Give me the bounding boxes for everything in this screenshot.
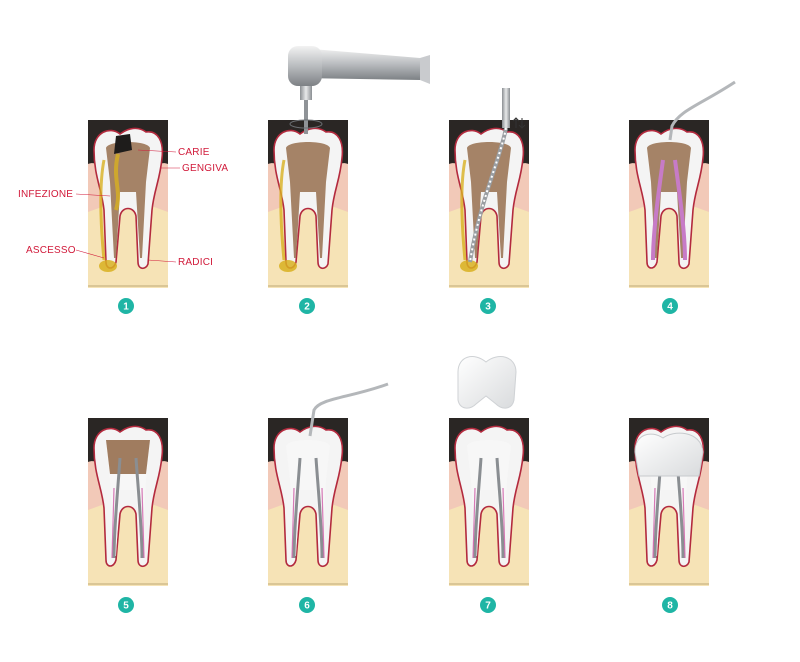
tooth-panel [88,418,168,586]
label-radici: RADICI [178,257,213,268]
tooth-panel [268,120,348,288]
label-ascesso: ASCESSO [26,245,76,256]
step-number: 1 [123,302,129,313]
tooth-panel [268,418,348,586]
step-badge-circle [118,597,134,613]
step1-labels: CARIE GENGIVA INFEZIONE ASCESSO RADICI [18,147,228,268]
tooth-panel [449,120,529,288]
step-badges: 1 2 3 4 5 6 7 8 [118,298,678,613]
tooth-panel [449,418,529,586]
step-badge: 1 [118,298,134,314]
step-badge-circle [662,298,678,314]
step-badge: 5 [118,597,134,613]
tooth-panel [629,120,709,288]
step-number: 3 [485,302,491,313]
label-gengiva: GENGIVA [182,163,228,174]
step-badge: 6 [299,597,315,613]
step-badge-circle [662,597,678,613]
tooth-panels [88,120,709,586]
step-number: 4 [667,302,673,313]
step-number: 5 [123,601,129,612]
label-infezione: INFEZIONE [18,189,73,200]
loose-crown [457,356,517,409]
step-number: 7 [485,601,491,612]
step-badge: 4 [662,298,678,314]
handpiece-drill [288,46,430,134]
label-carie: CARIE [178,147,210,158]
step-badge: 2 [299,298,315,314]
step-badge-circle [299,298,315,314]
step-badge-circle [480,298,496,314]
step-badge-circle [299,597,315,613]
endodontic-file [468,88,526,263]
plugger-instrument-4 [668,80,736,141]
tooth-panel [629,418,709,586]
tooth-panel [88,120,168,288]
step-badge-circle [480,597,496,613]
step-badge: 8 [662,597,678,613]
step-number: 6 [304,601,310,612]
step-badge: 3 [480,298,496,314]
step-badge: 7 [480,597,496,613]
step-number: 2 [304,302,310,313]
plugger-instrument-6 [308,382,389,437]
step-badge-circle [118,298,134,314]
step-number: 8 [667,601,673,612]
